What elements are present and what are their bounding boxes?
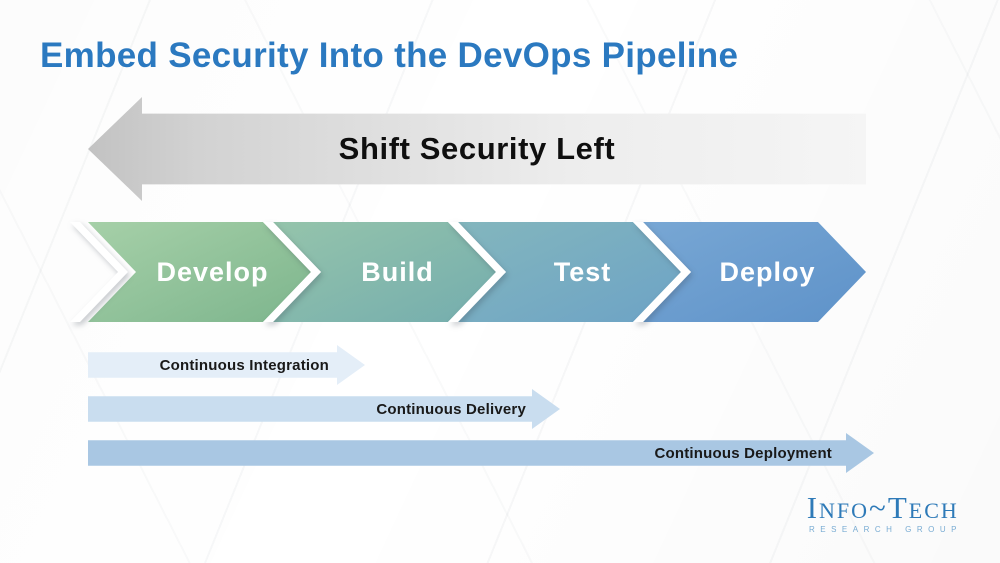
shift-security-left-arrow: Shift Security Left [88, 97, 866, 201]
stage-label-test: Test [553, 256, 612, 287]
infotech-logo: Info~Tech RESEARCH GROUP [803, 492, 962, 534]
stage-label-build: Build [361, 256, 434, 287]
stage-label-deploy: Deploy [719, 256, 816, 287]
infotech-wordmark: Info~Tech [806, 490, 959, 525]
stage-label-develop: Develop [156, 256, 269, 287]
arrow-continuous-integration: Continuous Integration [88, 345, 365, 385]
shift-security-left-label: Shift Security Left [338, 131, 616, 166]
label-continuous-integration: Continuous Integration [159, 356, 329, 374]
label-continuous-deployment: Continuous Deployment [654, 444, 832, 462]
arrow-continuous-deployment: Continuous Deployment [88, 433, 874, 473]
infotech-research-group-text: RESEARCH GROUP [808, 525, 962, 534]
slide-title: Embed Security Into the DevOps Pipeline [40, 36, 739, 75]
stage-chevron-build: Build [273, 222, 496, 322]
arrow-continuous-delivery: Continuous Delivery [88, 389, 560, 429]
label-continuous-delivery: Continuous Delivery [376, 400, 526, 418]
